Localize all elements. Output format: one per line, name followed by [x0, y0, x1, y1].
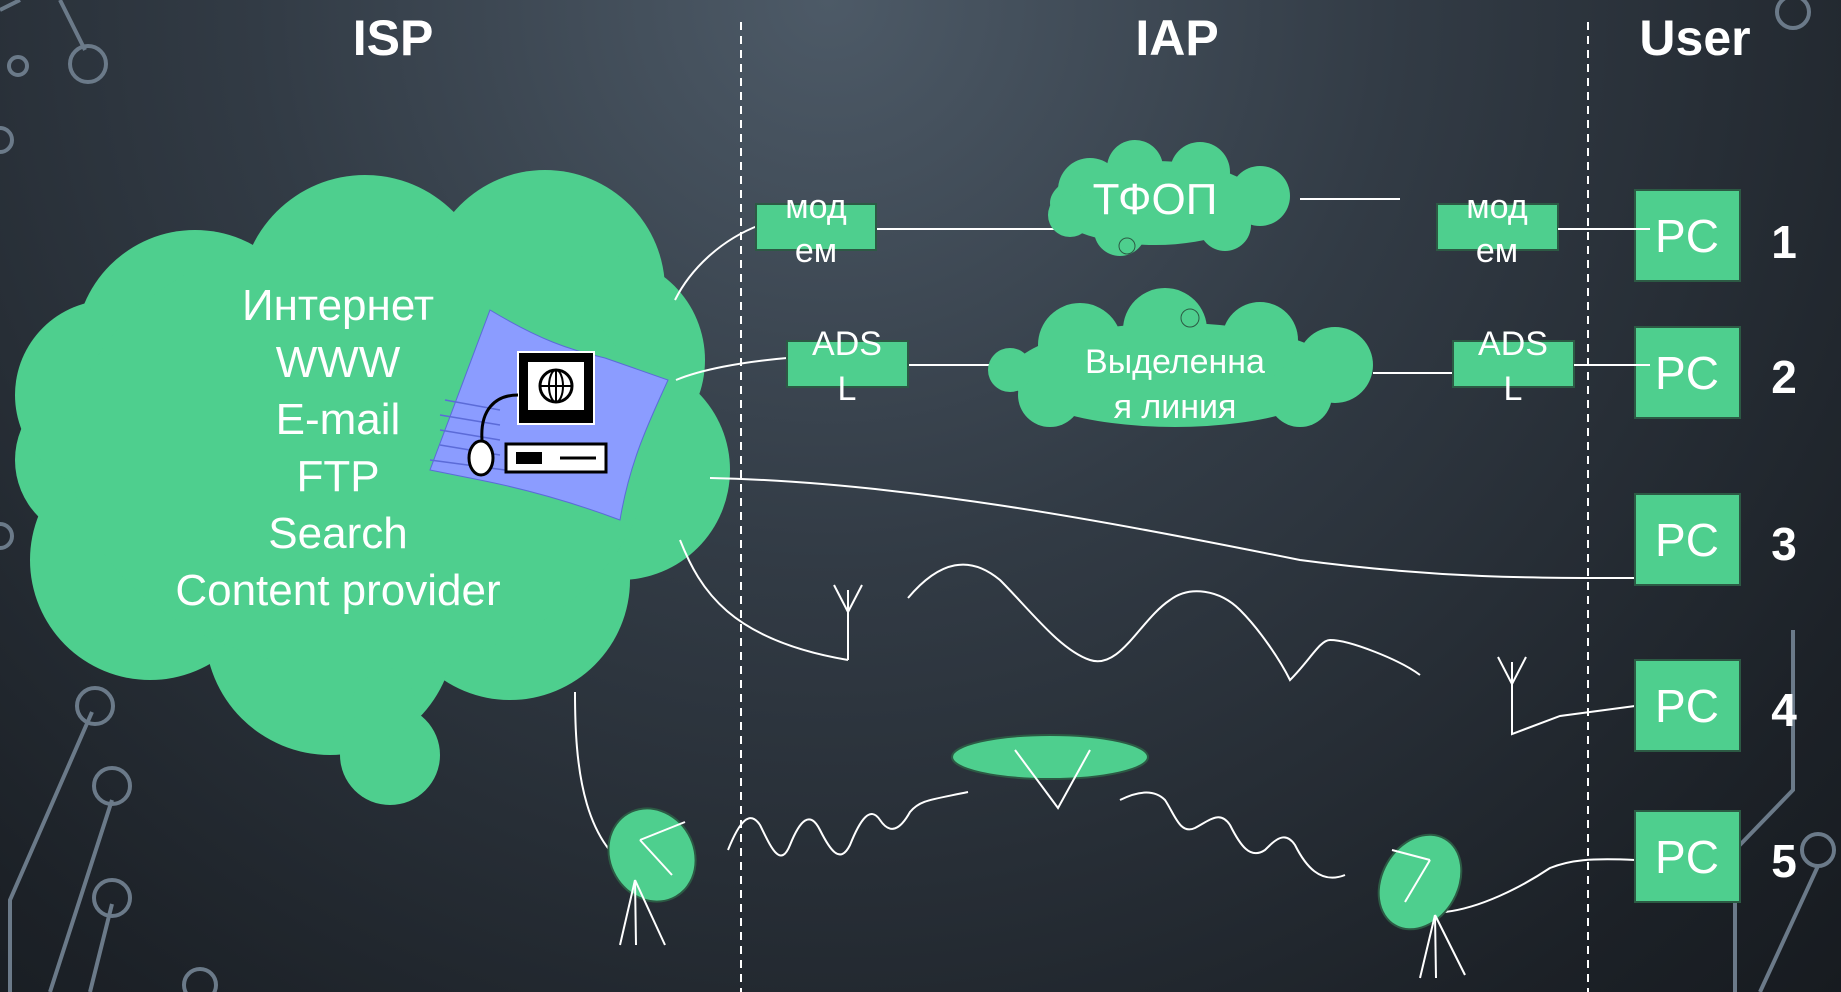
isp-cloud-text: Интернет WWW E-mail FTP Search Content p…: [175, 281, 500, 615]
header-isp: ISP: [353, 10, 434, 66]
adsl-left-box: [786, 340, 909, 388]
satellite-dish-icon: [1377, 833, 1466, 979]
modem-right-box: [1436, 203, 1559, 251]
isp-line-search: Search: [268, 509, 407, 558]
satellite-icon: [951, 734, 1149, 810]
row-number-3: 3: [1771, 518, 1797, 570]
tfop-label: ТФОП: [1093, 175, 1218, 224]
antenna-icon: [1497, 656, 1527, 732]
modem-left-line2: ем: [795, 232, 837, 270]
row-number-4: 4: [1771, 684, 1797, 736]
dedicated-line-cloud: [988, 288, 1373, 427]
pc-2-label: PC: [1655, 347, 1719, 399]
adsl-right-line2: L: [1504, 370, 1523, 408]
pc-5: PC: [1634, 810, 1741, 903]
pc-4-label: PC: [1655, 680, 1719, 732]
adsl-right-box: [1452, 340, 1575, 388]
modem-right-line2: ем: [1476, 232, 1518, 270]
modem-left-box: [755, 203, 877, 251]
antenna-icon: [833, 584, 863, 660]
header-iap: IAP: [1135, 10, 1218, 66]
pc-4: PC: [1634, 659, 1741, 752]
pc-3-label: PC: [1655, 514, 1719, 566]
row-number-5: 5: [1771, 835, 1797, 887]
pc-5-label: PC: [1655, 831, 1719, 883]
connection-wires: [574, 198, 1636, 913]
adsl-left-line2: L: [838, 370, 857, 408]
satellite-dish-icon: [607, 807, 697, 946]
isp-line-internet: Интернет: [242, 281, 434, 330]
pc-1-label: PC: [1655, 210, 1719, 262]
tfop-cloud: [1048, 140, 1290, 256]
row-number-1: 1: [1771, 216, 1797, 268]
modem-right-line1: мод: [1466, 188, 1528, 226]
dedicated-line-label-2: я линия: [1114, 388, 1237, 426]
modem-left-line1: мод: [785, 188, 847, 226]
pc-1: PC: [1634, 189, 1741, 282]
row-number-2: 2: [1771, 351, 1797, 403]
pc-2: PC: [1634, 326, 1741, 419]
isp-line-content-provider: Content provider: [175, 566, 500, 615]
isp-line-www: WWW: [276, 338, 401, 387]
header-user: User: [1639, 10, 1750, 66]
pc-3: PC: [1634, 493, 1741, 586]
dedicated-line-label-1: Выделенна: [1085, 343, 1265, 381]
isp-line-ftp: FTP: [296, 452, 379, 501]
adsl-right-line1: ADS: [1478, 325, 1548, 363]
adsl-left-line1: ADS: [812, 325, 882, 363]
isp-line-email: E-mail: [276, 395, 401, 444]
computer-globe-icon: [429, 309, 669, 521]
